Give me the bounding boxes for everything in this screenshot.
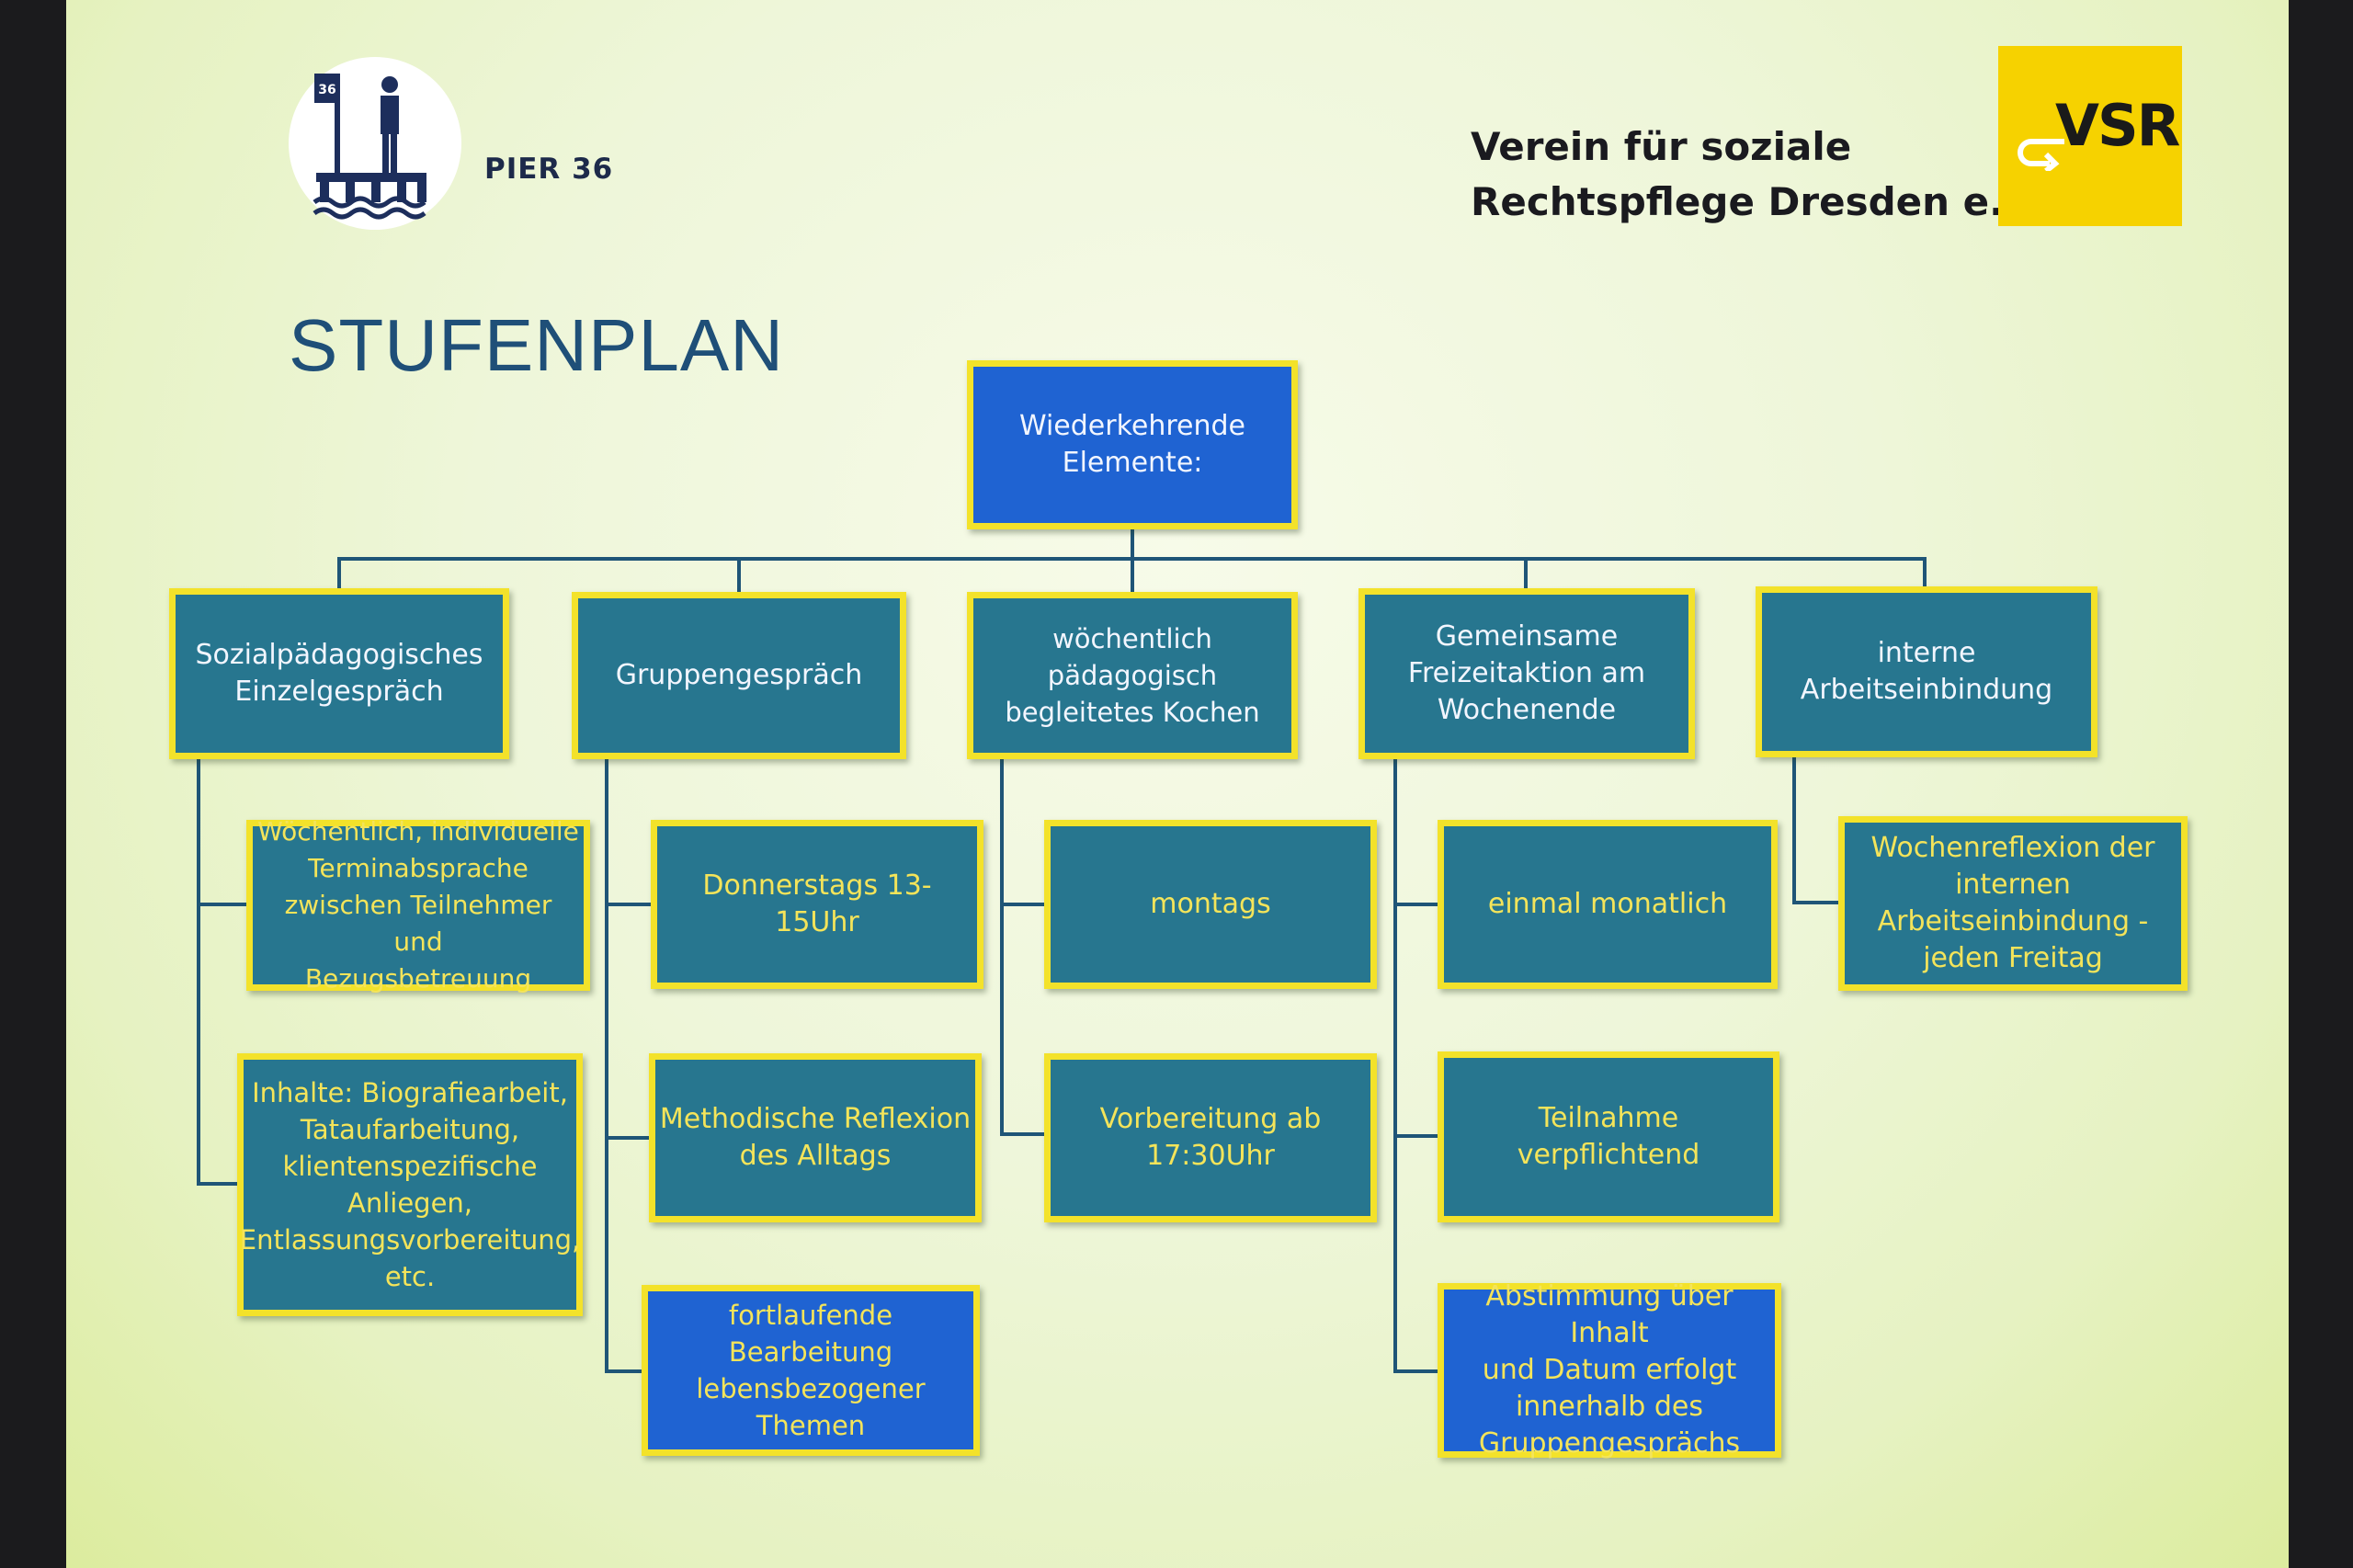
node-text: Gruppengespräch <box>616 657 863 694</box>
node-text-line: Donnerstags 13-15Uhr <box>702 869 932 938</box>
node-text-line: begleitetes Kochen <box>1005 697 1260 728</box>
node-col4-item2: Teilnahme verpflichtend <box>1438 1051 1779 1222</box>
node-text-line: des Alltags <box>739 1140 892 1172</box>
vsr-arrow-icon <box>2018 139 2064 171</box>
org-name-line2: Rechtspflege Dresden e.V. <box>1471 179 2044 224</box>
node-text-line: Methodische Reflexion <box>659 1103 972 1135</box>
node-text-line: Entlassungsvorbereitung, <box>239 1224 581 1256</box>
node-text-line: Gemeinsame <box>1435 620 1619 653</box>
node-text-line: Wöchentlich, individuelle <box>257 816 579 846</box>
node-text-line: Tataufarbeitung, <box>300 1114 520 1145</box>
node-text: Inhalte: Biografiearbeit, Tataufarbeitung… <box>240 1074 580 1295</box>
vsr-logo: VSR <box>1998 46 2182 226</box>
node-text-line: Teilnahme verpflichtend <box>1517 1102 1700 1171</box>
pier-36-logo: 36 <box>289 57 461 230</box>
pier-label: PIER 36 <box>484 153 614 186</box>
node-text-line: montags <box>1150 888 1271 920</box>
node-text-line: Wiederkehrende <box>1018 410 1246 442</box>
node-text-line: internen <box>1955 869 2071 901</box>
node-text-line: Sozialpädagogisches <box>195 639 483 671</box>
node-text-line: fortlaufende Bearbeitung <box>728 1300 893 1368</box>
node-text-line: Inhalte: Biografiearbeit, <box>252 1077 568 1108</box>
node-text: Donnerstags 13-15Uhr <box>661 868 973 941</box>
node-text: einmal monatlich <box>1488 886 1727 923</box>
node-text-line: Einzelgespräch <box>234 676 444 708</box>
node-text-line: Arbeitseinbindung - <box>1877 905 2149 937</box>
node-text-line: Wochenende <box>1437 694 1617 726</box>
node-col4-item1: einmal monatlich <box>1438 820 1778 989</box>
node-text-line: Abstimmung über Inhalt <box>1485 1280 1733 1349</box>
node-text-line: Freizeitaktion am <box>1407 657 1646 689</box>
node-text-line: klientenspezifische <box>282 1151 538 1182</box>
node-col3-item1: montags <box>1044 820 1377 989</box>
node-text-line: 17:30Uhr <box>1146 1140 1275 1172</box>
node-text-line: Gruppengespräch <box>615 659 863 691</box>
node-text-line: Terminabsprache <box>308 853 529 883</box>
node-col2-item1: Donnerstags 13-15Uhr <box>651 820 983 989</box>
vsr-logo-text: VSR <box>2055 92 2180 159</box>
node-text-line: zwischen Teilnehmer und <box>284 890 552 957</box>
node-text-line: jeden Freitag <box>1923 942 2103 974</box>
node-text-line: Wochenreflexion der <box>1870 832 2155 864</box>
node-text-line: Vorbereitung ab <box>1099 1103 1322 1135</box>
node-text: Abstimmung über Inhalt und Datum erfolgt i… <box>1448 1278 1771 1462</box>
node-text-line: Arbeitseinbindung <box>1800 674 2053 706</box>
node-col1-item2: Inhalte: Biografiearbeit, Tataufarbeitung… <box>237 1053 583 1316</box>
node-text-line: interne <box>1877 637 1976 669</box>
organization-name: Verein für soziale Rechtspflege Dresden … <box>1471 119 2044 230</box>
node-text-line: innerhalb des <box>1515 1391 1704 1423</box>
page-title: STUFENPLAN <box>289 304 784 386</box>
node-text-line: lebensbezogener Themen <box>696 1373 926 1441</box>
node-col2-item2: Methodische Reflexion des Alltags <box>649 1053 982 1222</box>
node-category-2: Gruppengespräch <box>572 592 906 759</box>
node-text-line: etc. <box>384 1261 436 1292</box>
svg-text:36: 36 <box>318 83 335 97</box>
node-text-line: und Datum erfolgt <box>1482 1354 1737 1386</box>
node-col3-item2: Vorbereitung ab 17:30Uhr <box>1044 1053 1377 1222</box>
node-text: wöchentlich pädagogisch begleitetes Koche… <box>977 620 1288 731</box>
node-text-line: Elemente: <box>1062 447 1203 479</box>
node-category-3: wöchentlich pädagogisch begleitetes Koche… <box>967 592 1298 759</box>
node-text-line: wöchentlich pädagogisch <box>1047 623 1218 691</box>
node-text-line: einmal monatlich <box>1487 888 1728 920</box>
node-col4-item3: Abstimmung über Inhalt und Datum erfolgt i… <box>1438 1280 1781 1460</box>
node-text: Teilnahme verpflichtend <box>1448 1100 1769 1174</box>
org-name-line1: Verein für soziale <box>1471 124 1852 169</box>
node-text: Methodische Reflexion des Alltags <box>660 1101 971 1175</box>
node-text: montags <box>1150 886 1270 923</box>
node-text: Vorbereitung ab 17:30Uhr <box>1100 1101 1322 1175</box>
node-text-line: Bezugsbetreuung <box>304 963 532 994</box>
node-text-line: Gruppengesprächs <box>1478 1427 1741 1460</box>
pier-figure-icon: 36 <box>313 74 426 220</box>
node-text-line: Anliegen, <box>347 1187 473 1219</box>
